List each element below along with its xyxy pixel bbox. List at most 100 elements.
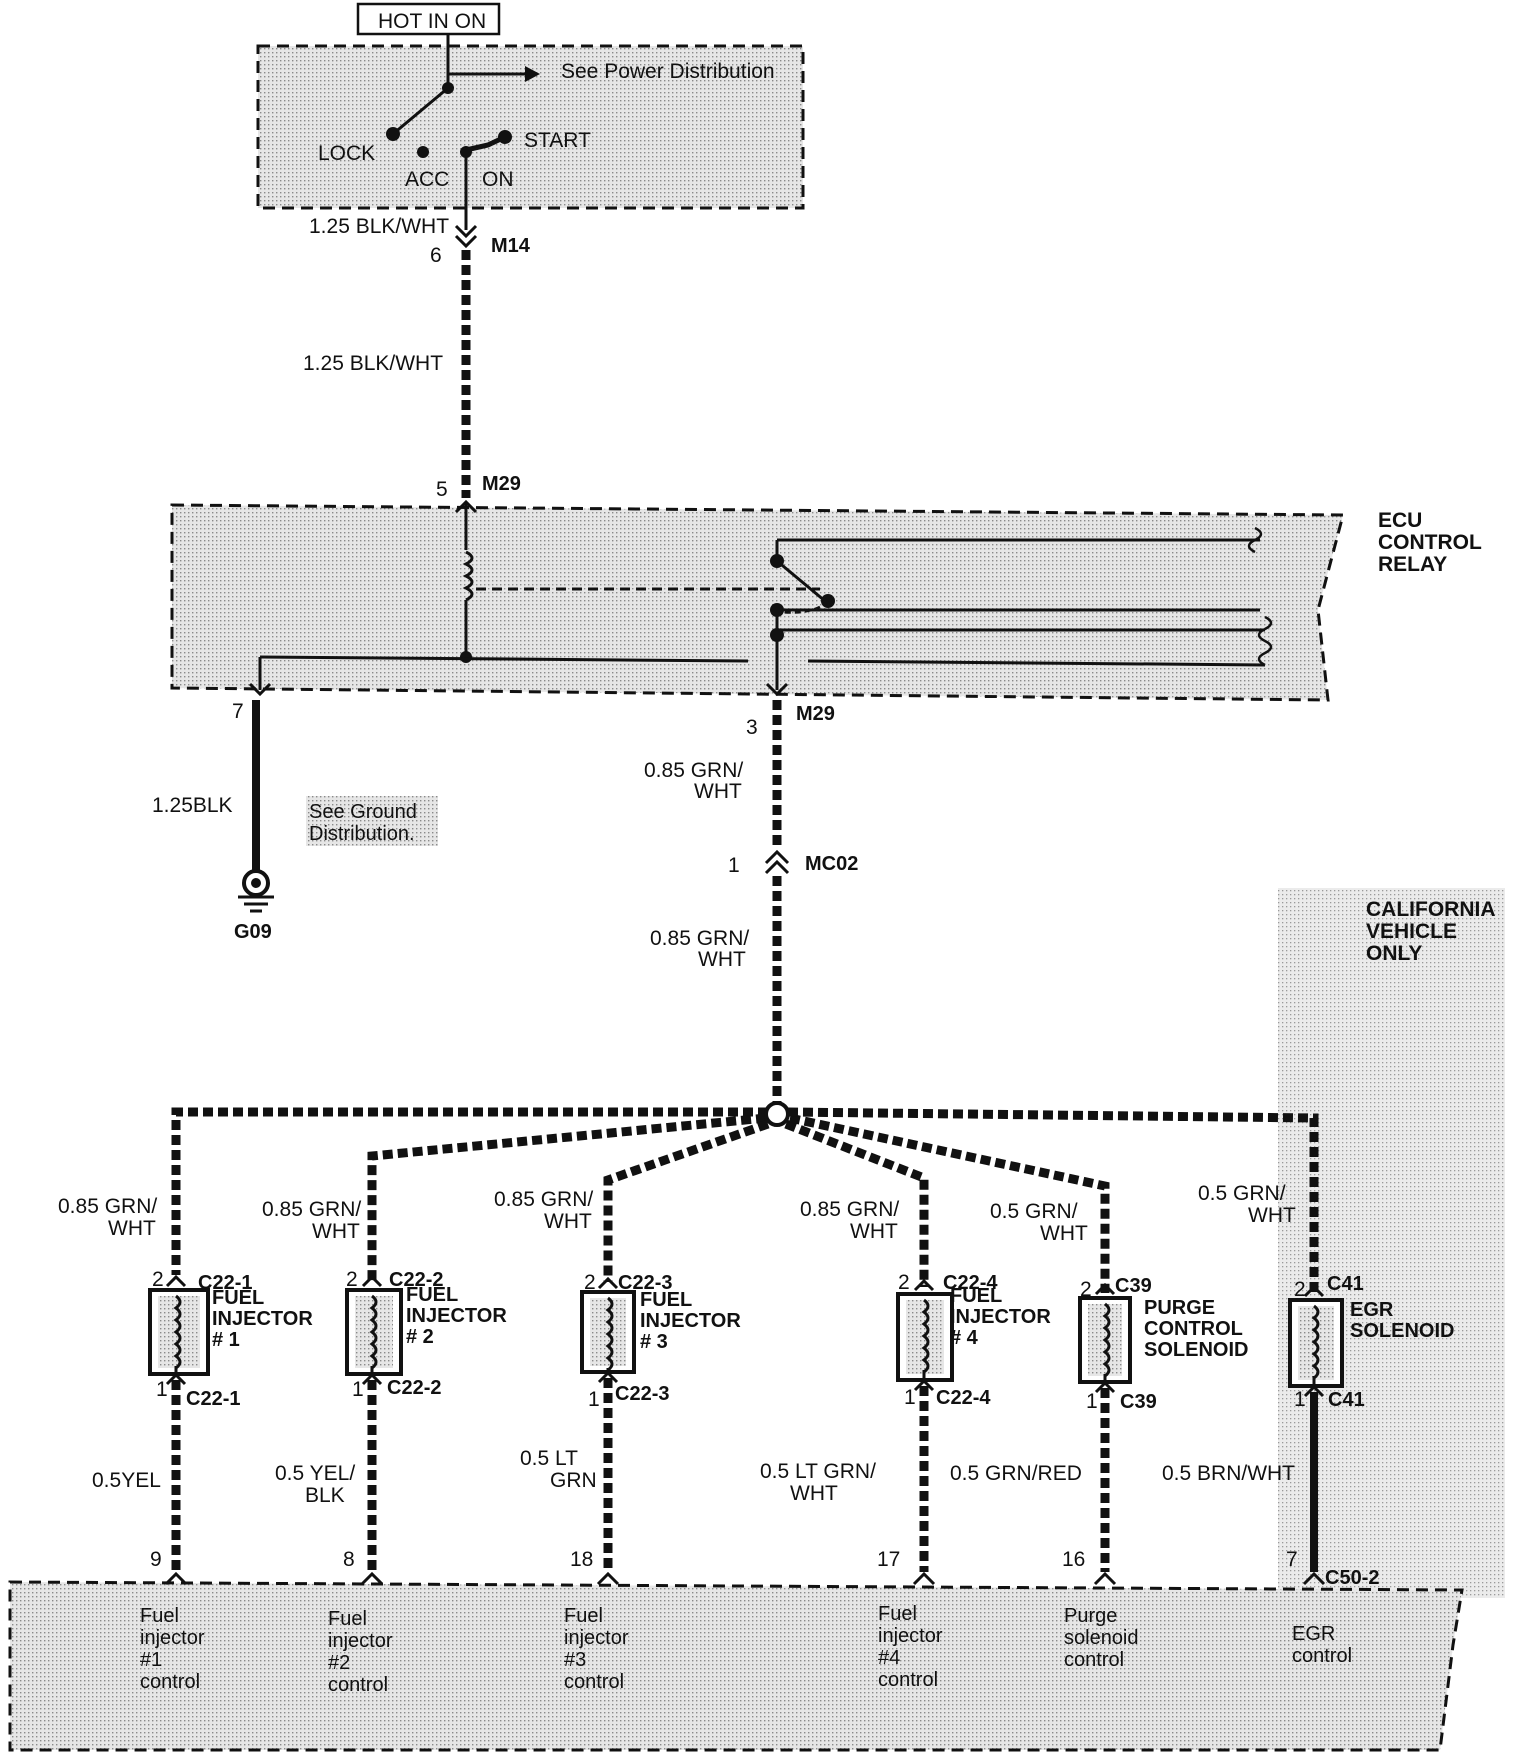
ecu-box [8,1580,1464,1752]
ecu-pin: 17 [877,1548,900,1571]
relay-coil [462,502,820,657]
wire-in-label: 0.85 GRN/WHT [800,1198,899,1243]
svg-text:0.85 GRN/: 0.85 GRN/ [650,927,749,950]
pin-top: 2 [152,1268,164,1291]
component-name-line: FUEL [640,1289,692,1311]
wire-out-label: 0.5 LT GRN/WHT [760,1460,876,1505]
connector-top: C22-1 [198,1272,252,1294]
wire-in-line: 0.5 GRN/ [990,1200,1078,1223]
wire-in-label: 0.85 GRN/WHT [58,1195,157,1240]
coil-symbol [1311,1304,1320,1380]
connector-mc02-pin: 1 [728,854,740,877]
svg-text:Distribution.: Distribution. [309,823,415,845]
ecu-function-line: EGR [1292,1623,1335,1645]
ecu-function-line: #3 [564,1649,586,1671]
ecu-pin: 16 [1062,1548,1085,1571]
coil-symbol [605,1296,614,1372]
component-name-line: CONTROL [1144,1318,1243,1340]
component-name-line: FUEL [406,1284,458,1306]
pin-top: 2 [898,1271,910,1294]
component-name-line: INJECTOR [950,1306,1051,1328]
wire-out-label: 0.5 YEL/BLK [275,1462,355,1507]
wire-out-label: 0.5YEL [92,1469,161,1492]
connector-top: C22-3 [618,1272,672,1294]
svg-text:See Ground: See Ground [309,801,417,823]
pin-bottom: 1 [588,1388,600,1411]
component-name-line: FUEL [212,1287,264,1309]
svg-text:WHT: WHT [698,948,746,971]
ecu-function-line: Fuel [878,1603,917,1625]
ground-name: G09 [234,921,272,943]
ecu-function-line: injector [140,1627,205,1649]
ecu-function-line: control [878,1669,938,1691]
pin-top: 2 [1294,1278,1306,1301]
ecu-pin: 9 [150,1548,162,1571]
component-name-line: INJECTOR [406,1305,507,1327]
relay-pin-top: 5 [436,478,448,501]
wire-label-top: 1.25 BLK/WHT [309,215,449,238]
connector-mc02-label: MC02 [805,853,858,875]
wire-label-mid: 1.25 BLK/WHT [303,352,443,375]
wire-out-label: 0.5 BRN/WHT [1162,1462,1295,1485]
ecu-function-line: #4 [878,1647,900,1669]
pin-bottom: 1 [1086,1390,1098,1413]
connector-m14-label: M14 [491,235,531,257]
component-name-line: # 2 [406,1326,434,1348]
ecu-function-line: #2 [328,1652,350,1674]
wire-in-label: 0.85 GRN/WHT [262,1198,361,1243]
ecu-function-line: Purge [1064,1605,1117,1627]
ecu-function-line: control [140,1671,200,1693]
connector-m14-symbol [454,224,478,249]
wire-out-line: GRN [550,1469,597,1492]
relay-connector-top: M29 [482,473,521,495]
connector-top: C41 [1327,1273,1364,1295]
component-name-line: INJECTOR [640,1310,741,1332]
component-name-line: SOLENOID [1350,1320,1454,1342]
ecu-function-line: control [328,1674,388,1696]
ecu-pin: 18 [570,1548,593,1571]
ecu-pin: 7 [1286,1548,1298,1571]
component-name-line: # 4 [950,1327,979,1349]
relay-title: ECU CONTROL RELAY [1378,509,1482,576]
hot-in-on-label: HOT IN ON [378,10,486,33]
coil-symbol [173,1294,182,1370]
connector-top: C22-4 [943,1272,998,1294]
wire-out-line: 0.5YEL [92,1469,161,1492]
start-label: START [524,129,591,152]
ignition-switch [386,34,540,208]
svg-text:WHT: WHT [694,780,742,803]
wire-in-label: 0.5 GRN/WHT [990,1200,1088,1245]
wire-in-line: 0.85 GRN/ [262,1198,361,1221]
ground-wire-label: 1.25BLK [152,794,233,817]
pin-m14: 6 [430,244,442,267]
component-name-line: INJECTOR [212,1308,313,1330]
wire-in-line: 0.85 GRN/ [800,1198,899,1221]
wire-out-line: WHT [790,1482,838,1505]
lock-label: LOCK [318,142,375,165]
branch-wires [171,1107,1319,1295]
pin-bottom: 1 [904,1386,916,1409]
power-distribution-ref: See Power Distribution [561,60,775,83]
ecu-function-line: injector [328,1630,393,1652]
component-name-line: FUEL [950,1285,1002,1307]
feed-wire-lower-label: 0.85 GRN/ WHT [650,927,749,971]
ground-distribution-ref: See Ground Distribution. [309,801,417,845]
ecu-function-line: control [1292,1645,1352,1667]
on-label: ON [482,168,514,191]
ecu-pin: 8 [343,1548,355,1571]
ecu-function-line: solenoid [1064,1627,1139,1649]
wire-out-label: 0.5 GRN/RED [950,1462,1082,1485]
wire-out-line: 0.5 LT [520,1447,578,1470]
connector-bottom: C22-2 [387,1377,441,1399]
relay-contacts [770,526,1273,690]
